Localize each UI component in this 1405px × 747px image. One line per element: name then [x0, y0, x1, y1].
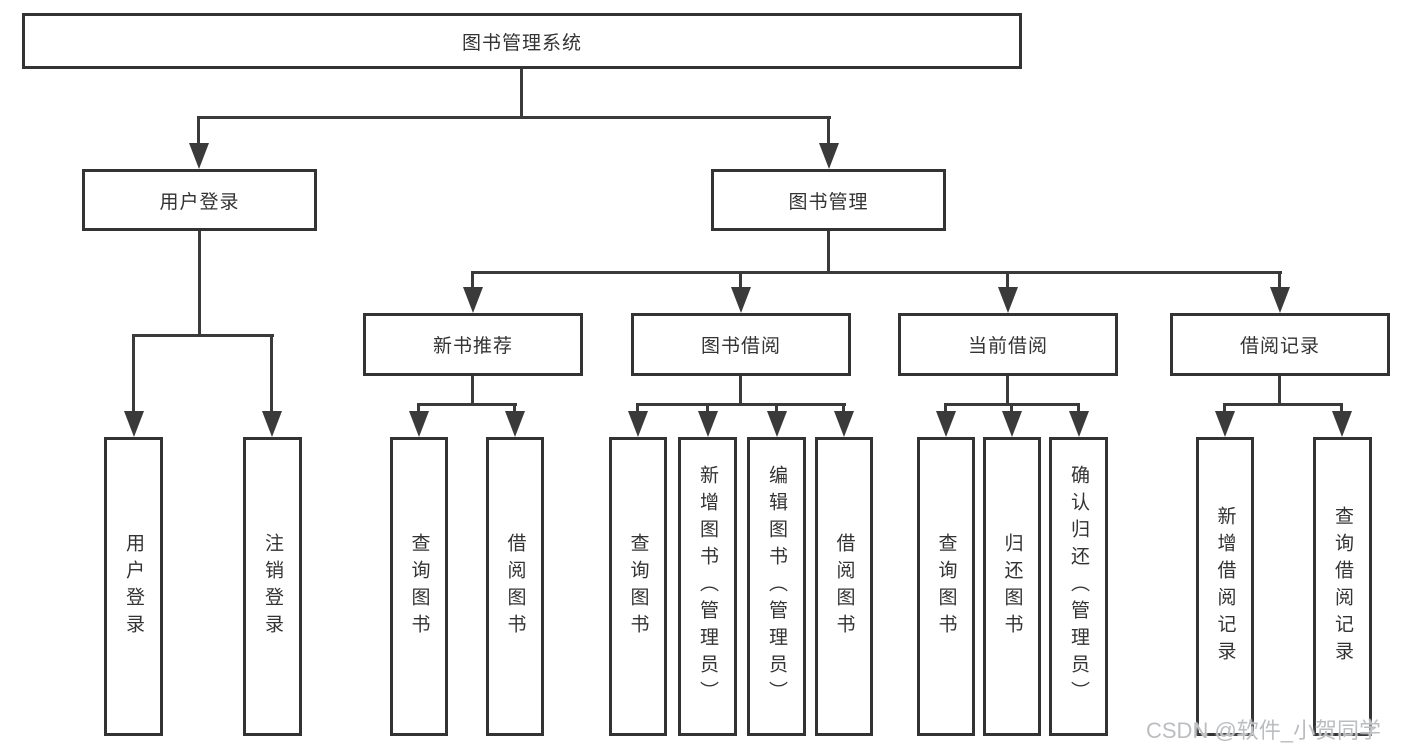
connector-line — [739, 376, 742, 406]
connector-line — [1006, 271, 1009, 291]
node-add-borrow-record: 新增借阅记录 — [1196, 437, 1254, 736]
node-borrow-books-recommend: 借阅图书 — [486, 437, 544, 736]
node-borrowing-records: 借阅记录 — [1170, 313, 1390, 376]
connector-line — [132, 334, 135, 415]
connector-line — [197, 116, 200, 148]
connector-line — [1006, 376, 1009, 406]
node-label: 图书管理系统 — [461, 32, 582, 54]
arrowhead-down — [998, 287, 1018, 313]
connector-line — [636, 403, 639, 415]
connector-line — [1223, 403, 1226, 415]
arrowhead-down — [189, 143, 209, 169]
node-label: 归还图书 — [1001, 532, 1023, 641]
connector-line — [471, 376, 474, 406]
connector-line — [1278, 271, 1281, 291]
arrowhead-down — [767, 411, 787, 437]
connector-line — [636, 403, 846, 406]
node-query-borrow-record: 查询借阅记录 — [1313, 437, 1372, 736]
connector-line — [417, 403, 517, 406]
connector-line — [842, 403, 845, 415]
connector-line — [471, 271, 474, 291]
node-new-book-recommend: 新书推荐 — [363, 313, 583, 376]
node-add-books-admin: 新增图书（管理员） — [678, 437, 737, 736]
connector-line — [827, 231, 830, 274]
node-edit-books-admin: 编辑图书（管理员） — [747, 437, 806, 736]
arrowhead-down — [1332, 411, 1352, 437]
connector-line — [132, 334, 274, 337]
node-label: 新增图书（管理员） — [697, 465, 718, 708]
node-query-books-borrowing: 查询图书 — [609, 437, 667, 736]
node-confirm-return-admin: 确认归还（管理员） — [1049, 437, 1108, 736]
arrowhead-down — [936, 411, 956, 437]
node-query-books-current: 查询图书 — [917, 437, 975, 736]
node-library-management-system: 图书管理系统 — [22, 13, 1022, 69]
node-user-login-action: 用户登录 — [104, 437, 163, 736]
connector-line — [1340, 403, 1343, 415]
node-label: 借阅图书 — [504, 532, 526, 641]
node-label: 新书推荐 — [432, 336, 513, 357]
connector-line — [1077, 403, 1080, 415]
node-label: 注销登录 — [262, 532, 283, 641]
node-return-books: 归还图书 — [983, 437, 1041, 736]
arrowhead-down — [463, 287, 483, 313]
node-label: 用户登录 — [159, 191, 240, 213]
arrowhead-down — [409, 411, 429, 437]
arrowhead-down — [819, 143, 839, 169]
node-user-login: 用户登录 — [82, 169, 317, 231]
connector-line — [775, 403, 778, 415]
connector-line — [270, 334, 273, 415]
node-label: 查询图书 — [935, 532, 957, 641]
node-label: 查询借阅记录 — [1332, 505, 1353, 668]
arrowhead-down — [731, 287, 751, 313]
node-label: 图书管理 — [788, 191, 869, 213]
arrowhead-down — [1002, 411, 1022, 437]
connector-line — [1010, 403, 1013, 415]
node-label: 借阅记录 — [1239, 336, 1320, 357]
connector-line — [197, 116, 831, 119]
connector-line — [827, 116, 830, 148]
connector-line — [417, 403, 420, 415]
arrowhead-down — [698, 411, 718, 437]
node-label: 图书借阅 — [700, 336, 781, 357]
node-logout: 注销登录 — [243, 437, 302, 736]
connector-line — [471, 271, 1282, 274]
node-label: 编辑图书（管理员） — [766, 465, 787, 708]
arrowhead-down — [262, 411, 282, 437]
connector-line — [520, 69, 523, 118]
node-book-management: 图书管理 — [711, 169, 946, 231]
connector-line — [198, 231, 201, 336]
node-label: 查询图书 — [408, 532, 430, 641]
connector-line — [513, 403, 516, 415]
connector-line — [1278, 376, 1281, 406]
arrowhead-down — [1215, 411, 1235, 437]
node-query-books-recommend: 查询图书 — [390, 437, 448, 736]
arrowhead-down — [124, 411, 144, 437]
connector-line — [706, 403, 709, 415]
arrowhead-down — [834, 411, 854, 437]
connector-line — [1223, 403, 1343, 406]
node-label: 用户登录 — [123, 532, 144, 641]
node-label: 新增借阅记录 — [1214, 505, 1236, 668]
connector-line — [944, 403, 947, 415]
node-book-borrowing: 图书借阅 — [631, 313, 851, 376]
node-label: 查询图书 — [627, 532, 649, 641]
arrowhead-down — [628, 411, 648, 437]
node-label: 当前借阅 — [967, 336, 1048, 357]
arrowhead-down — [1069, 411, 1089, 437]
node-label: 借阅图书 — [833, 532, 855, 641]
arrowhead-down — [1270, 287, 1290, 313]
node-borrow-books: 借阅图书 — [815, 437, 873, 736]
node-label: 确认归还（管理员） — [1068, 465, 1089, 708]
arrowhead-down — [505, 411, 525, 437]
csdn-watermark: CSDN @软件_小贺同学 — [1146, 718, 1382, 743]
node-current-borrowing: 当前借阅 — [898, 313, 1118, 376]
connector-line — [739, 271, 742, 291]
